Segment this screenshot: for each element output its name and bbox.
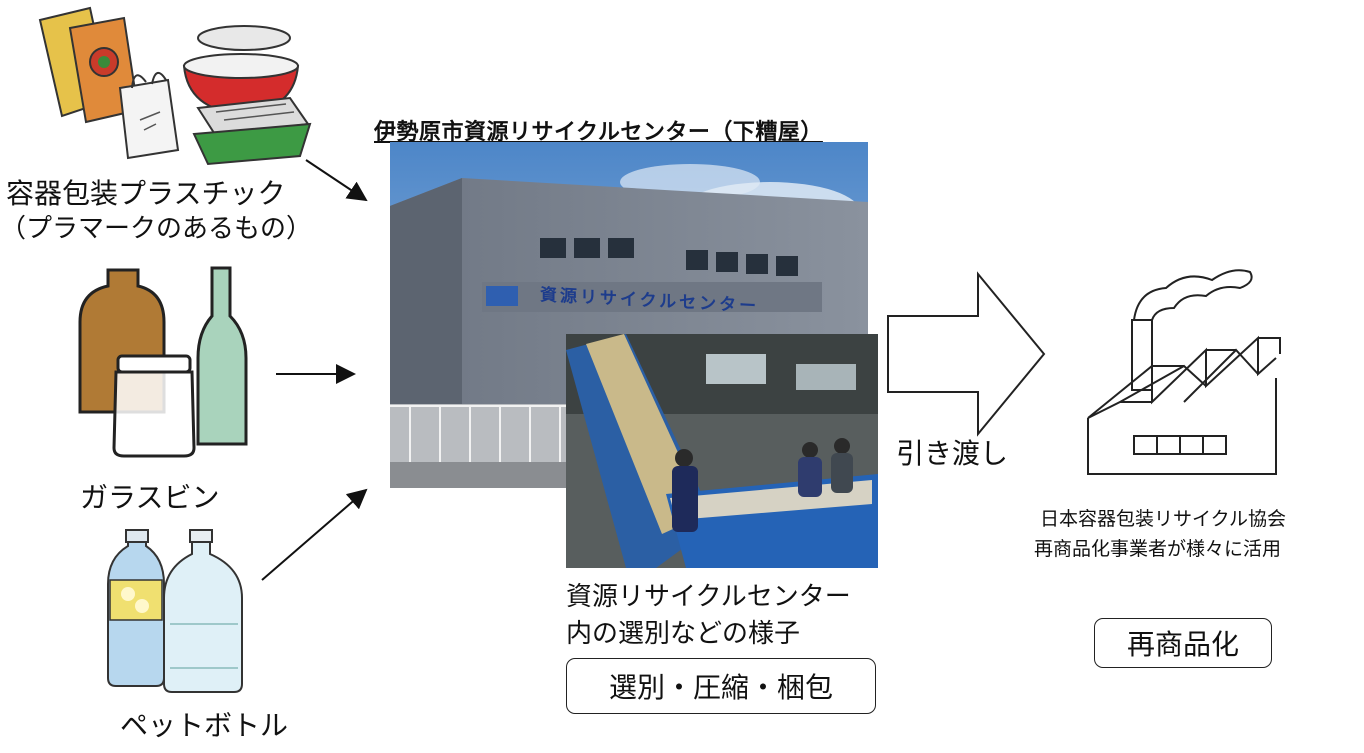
handover-label: 引き渡し <box>896 437 1009 470</box>
glass-label: ガラスビン <box>80 481 220 514</box>
factory-icon <box>1080 262 1300 492</box>
plastic-containers-icon <box>28 0 328 170</box>
center-title: 伊勢原市資源リサイクルセンター（下糟屋） <box>374 120 823 145</box>
arrows <box>0 0 400 600</box>
pet-bottles-icon <box>102 528 252 694</box>
glass-bottles-icon <box>72 262 272 462</box>
factory-caption-line2: 再商品化事業者が様々に活用 <box>1034 538 1282 560</box>
inside-caption-line1: 資源リサイクルセンター <box>566 582 851 612</box>
factory-caption-line1: 日本容器包装リサイクル協会 <box>1040 508 1287 530</box>
plastic-label: 容器包装プラスチック <box>6 177 286 210</box>
arrow-plastic <box>305 159 368 202</box>
result-box: 再商品化 <box>1094 618 1272 668</box>
inside-caption-line2: 内の選別などの様子 <box>566 619 801 649</box>
arrow-pet <box>261 488 368 581</box>
process-box: 選別・圧縮・梱包 <box>566 658 876 714</box>
pet-label: ペットボトル <box>120 709 289 742</box>
handover-arrow-icon <box>884 270 1050 438</box>
plastic-sublabel: （プラマークのあるもの） <box>0 214 313 244</box>
inside-sorting-photo <box>566 334 878 568</box>
